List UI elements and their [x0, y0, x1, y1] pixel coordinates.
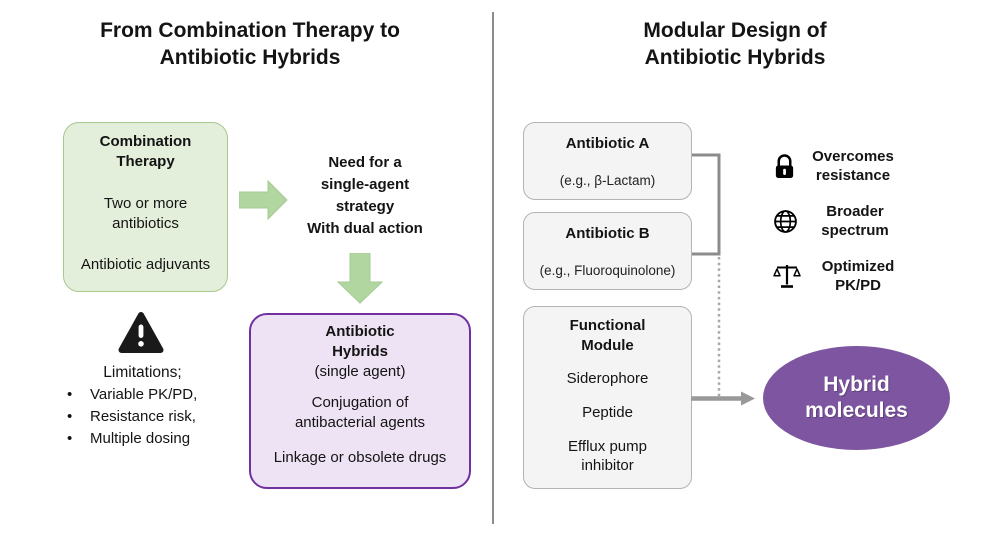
bullet-marker: • — [67, 430, 73, 447]
functional-module-heading: Functional Module — [524, 316, 691, 356]
benefit-overcomes-resistance: Overcomes resistance — [773, 147, 901, 185]
need-line4: With dual action — [307, 220, 423, 237]
hybrids-point2: Linkage or obsolete drugs — [273, 449, 447, 466]
need-line1: Need for a — [328, 154, 402, 171]
right-title-line2: Antibiotic Hybrids — [644, 46, 826, 69]
warning-icon — [118, 312, 164, 353]
green-right-arrow — [239, 179, 288, 221]
need-line2: single-agent — [320, 176, 410, 193]
benefit-label: Overcomes resistance — [805, 147, 901, 185]
combination-point1-line2: antibiotics — [112, 215, 179, 232]
functional-item-siderophore: Siderophore — [566, 370, 649, 387]
combination-heading-line1: Combination — [99, 133, 192, 150]
antibiotic-b-box: Antibiotic B (e.g., Fluoroquinolone) — [523, 212, 692, 290]
hybrids-point1-line2: antibacterial agents — [294, 414, 426, 431]
antibiotic-b-heading: Antibiotic B — [565, 225, 650, 242]
bullet-marker: • — [67, 408, 73, 425]
limitation-item: • Variable PK/PD, — [64, 384, 197, 406]
combination-therapy-box: Combination Therapy Two or more antibiot… — [63, 122, 228, 292]
right-panel-title: Modular Design of Antibiotic Hybrids — [530, 17, 940, 71]
antibiotic-a-box: Antibiotic A (e.g., β-Lactam) — [523, 122, 692, 200]
functional-item-peptide: Peptide — [582, 404, 633, 421]
hybrids-heading-line2: Hybrids — [332, 343, 388, 360]
benefit2-line2: spectrum — [821, 222, 889, 239]
ab-bracket-connector — [692, 153, 721, 398]
antibiotic-hybrids-box: Antibiotic Hybrids (single agent) Conjug… — [249, 313, 471, 489]
globe-icon — [774, 209, 797, 233]
functional-item-efflux-line2: inhibitor — [581, 457, 634, 474]
functional-module-box: Functional Module Siderophore Peptide Ef… — [523, 306, 692, 489]
benefit1-line2: resistance — [815, 167, 891, 184]
combination-point1-line1: Two or more — [103, 195, 188, 212]
combination-point2: Antibiotic adjuvants — [80, 256, 211, 273]
limitation-item: • Multiple dosing — [64, 428, 197, 450]
hybrid-ellipse-line2: molecules — [805, 399, 908, 422]
hybrids-point1: Conjugation of antibacterial agents — [251, 393, 469, 433]
limitation-item2-text: Resistance risk, — [90, 408, 196, 425]
limitation-item1-text: Variable PK/PD, — [90, 386, 198, 403]
module-to-hybrid-arrow — [691, 391, 755, 406]
limitations-heading: Limitations; — [103, 364, 182, 381]
scales-icon — [773, 265, 801, 288]
benefit-label: Optimized PK/PD — [810, 257, 906, 295]
hybrid-ellipse-line1: Hybrid — [823, 373, 890, 396]
combination-heading-line2: Therapy — [116, 153, 175, 170]
left-panel-title: From Combination Therapy to Antibiotic H… — [40, 17, 460, 71]
limitation-item: • Resistance risk, — [64, 406, 197, 428]
lock-icon — [775, 153, 794, 178]
right-title-line1: Modular Design of — [643, 19, 827, 42]
benefit2-line1: Broader — [826, 203, 884, 220]
left-title-line2: Antibiotic Hybrids — [159, 46, 341, 69]
limitation-item3-text: Multiple dosing — [90, 430, 191, 447]
benefit3-line1: Optimized — [821, 258, 895, 275]
functional-item-efflux-line1: Efflux pump — [568, 438, 647, 455]
benefit1-line1: Overcomes — [812, 148, 894, 165]
bullet-marker: • — [67, 386, 73, 403]
benefit-label: Broader spectrum — [807, 202, 903, 240]
antibiotic-a-example: (e.g., β-Lactam) — [559, 173, 656, 188]
limitations-list: • Variable PK/PD, • Resistance risk, • M… — [64, 384, 197, 450]
benefit3-line2: PK/PD — [835, 277, 881, 294]
hybrids-subheading: (single agent) — [314, 363, 406, 380]
combination-box-heading: Combination Therapy — [64, 132, 227, 172]
benefit-broader-spectrum: Broader spectrum — [773, 202, 903, 240]
functional-heading-line2: Module — [581, 337, 634, 354]
hybrids-heading-line1: Antibiotic — [325, 323, 395, 340]
antibiotic-a-heading: Antibiotic A — [565, 135, 650, 152]
need-single-agent-text: Need for a single-agent strategy With du… — [284, 152, 446, 240]
green-down-arrow — [337, 253, 383, 304]
need-line3: strategy — [335, 198, 395, 215]
functional-item-efflux: Efflux pump inhibitor — [524, 437, 691, 475]
functional-heading-line1: Functional — [569, 317, 646, 334]
hybrid-molecules-ellipse: Hybrid molecules — [763, 346, 950, 450]
hybrids-point1-line1: Conjugation of — [311, 394, 409, 411]
left-title-line1: From Combination Therapy to — [100, 19, 400, 42]
hybrids-box-heading: Antibiotic Hybrids — [251, 322, 469, 362]
combination-point1: Two or more antibiotics — [64, 194, 227, 234]
antibiotic-b-example: (e.g., Fluoroquinolone) — [539, 263, 676, 278]
benefit-optimized-pkpd: Optimized PK/PD — [773, 257, 906, 295]
panel-divider — [492, 12, 494, 524]
